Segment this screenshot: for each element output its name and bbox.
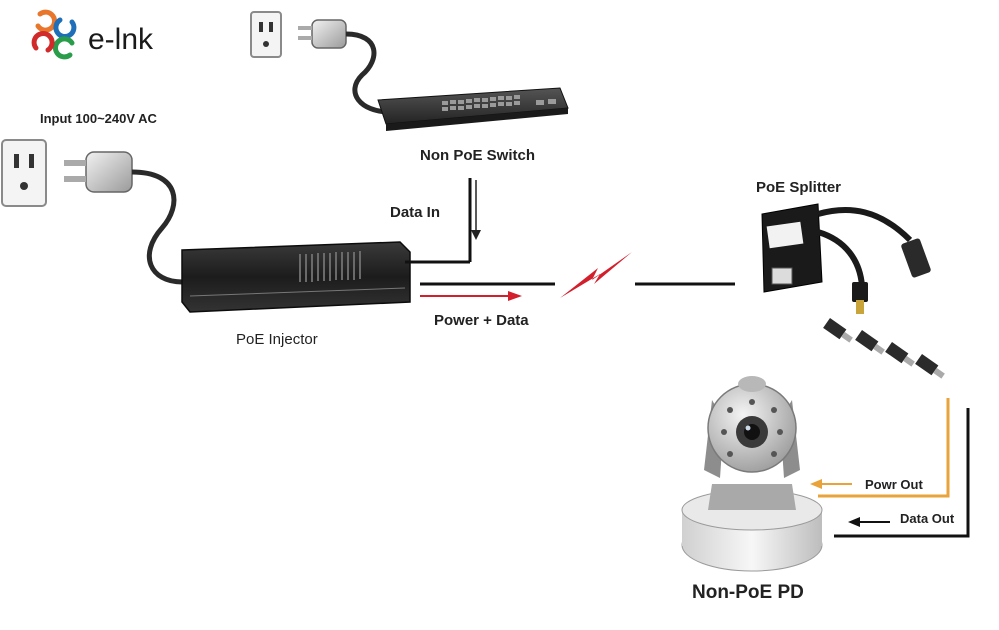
wall-outlet-left-icon [1,139,47,207]
elink-logo: e-lnk [31,9,154,60]
logo-mark-icon [31,9,77,60]
poe-splitter-icon [761,203,931,314]
switch-power-cable [345,31,391,115]
logo-text: e-lnk [88,23,154,56]
dc-adapter-tips-icon [823,318,945,379]
poe-injector-icon [181,241,411,313]
label-poe-injector: PoE Injector [236,331,318,348]
down-arrow-icon [471,230,481,240]
label-power-data: Power + Data [434,312,529,329]
label-poe-splitter: PoE Splitter [756,179,841,196]
right-arrow-icon [508,291,522,301]
non-poe-switch-icon [377,87,569,131]
label-input-ac: Input 100~240V AC [40,111,158,126]
power-plug-left-icon [64,151,133,193]
power-out-line [818,398,950,498]
label-non-poe-pd: Non-PoE PD [692,582,804,603]
injector-power-cable [131,169,183,285]
wall-outlet-top-icon [250,11,282,58]
data-out-line [834,408,970,538]
left-arrow-black-icon [848,517,860,527]
label-data-out: Data Out [900,511,955,526]
label-non-poe-switch: Non PoE Switch [420,147,535,164]
lightning-bolt-icon [560,252,632,298]
power-plug-top-icon [298,19,347,49]
left-arrow-orange-icon [810,479,822,489]
ip-camera-icon [681,376,823,572]
label-data-in: Data In [390,204,440,221]
label-powr-out: Powr Out [865,477,923,492]
